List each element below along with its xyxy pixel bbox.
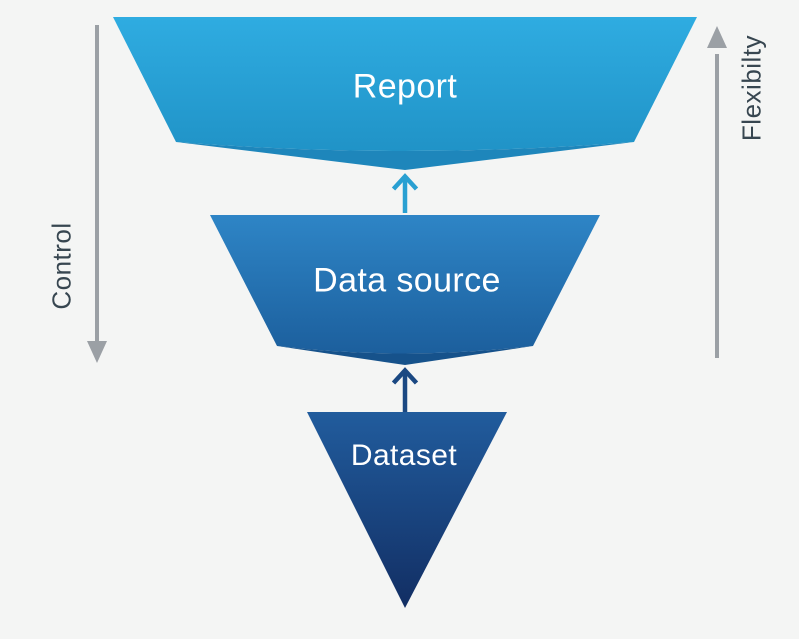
report-shape (113, 17, 697, 151)
datasource-shape-fold (277, 346, 533, 365)
flexibility-up-arrow-icon (707, 26, 727, 358)
dataset-label: Dataset (350, 439, 458, 472)
report-label: Report (352, 67, 458, 106)
up-arrow-teal-icon (391, 173, 419, 213)
dataset-shape (307, 412, 507, 608)
datasource-label: Data source (313, 261, 501, 300)
control-axis-label: Control (46, 222, 77, 310)
control-down-arrow-icon (87, 25, 107, 363)
control-arrow-head (87, 341, 107, 363)
up-arrow-navy-head (391, 367, 419, 385)
flexibility-arrow-head (707, 26, 727, 48)
up-arrow-navy-icon (391, 367, 419, 412)
datasource-shape (210, 215, 600, 354)
report-shape-fold (176, 142, 634, 170)
flexibility-axis-label: Flexibilty (736, 34, 767, 142)
up-arrow-teal-head (391, 173, 419, 191)
